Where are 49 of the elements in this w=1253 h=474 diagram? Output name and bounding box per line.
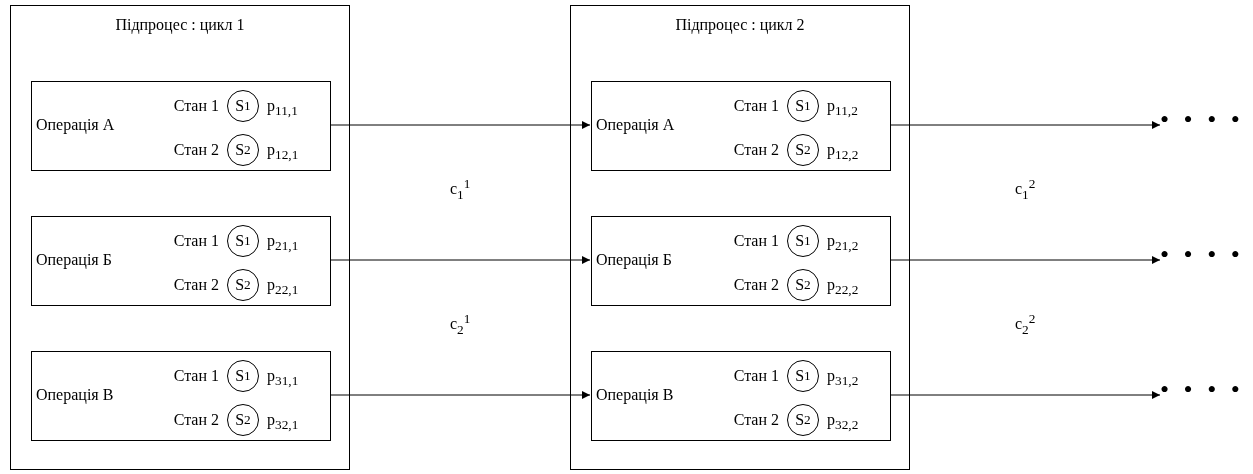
probability-label: p$_{32,2}$ xyxy=(827,411,859,433)
operation-box xyxy=(591,216,891,306)
operation-box xyxy=(31,81,331,171)
arrow xyxy=(889,391,1161,399)
state-label: Стан 2 xyxy=(173,411,219,429)
state-label: Стан 1 xyxy=(733,367,779,385)
ellipsis-text: • • • • xyxy=(1160,375,1245,405)
arrow xyxy=(889,256,1161,264)
operation-label: Операція А xyxy=(36,116,115,134)
state-label: Стан 1 xyxy=(733,232,779,250)
state-label: Стан 2 xyxy=(733,141,779,159)
operation-label: Операція Б xyxy=(36,251,112,269)
state-label: Стан 2 xyxy=(173,276,219,294)
probability-label: p$_{32,1}$ xyxy=(267,411,299,433)
subprocess-frame xyxy=(10,5,350,470)
probability-label: p$_{12,1}$ xyxy=(267,141,299,163)
subprocess-title: Підпроцес : цикл 1 xyxy=(114,16,246,34)
operation-label: Операція В xyxy=(596,386,674,404)
operation-box xyxy=(31,216,331,306)
arrow xyxy=(329,256,591,264)
subprocess-title: Підпроцес : цикл 2 xyxy=(674,16,806,34)
probability-label: p$_{22,2}$ xyxy=(827,276,859,298)
subprocess-frame xyxy=(570,5,910,470)
operation-box xyxy=(31,351,331,441)
operation-box xyxy=(591,351,891,441)
operation-label: Операція В xyxy=(36,386,114,404)
arrow xyxy=(329,121,591,129)
state-label: Стан 2 xyxy=(733,411,779,429)
arrow xyxy=(889,121,1161,129)
state-label: Стан 2 xyxy=(173,141,219,159)
probability-label: p$_{21,2}$ xyxy=(827,232,859,254)
probability-label: p$_{11,1}$ xyxy=(267,97,298,119)
state-label: Стан 1 xyxy=(173,367,219,385)
operation-label: Операція А xyxy=(596,116,675,134)
probability-label: p$_{31,2}$ xyxy=(827,367,859,389)
operation-box xyxy=(591,81,891,171)
state-label: Стан 1 xyxy=(173,97,219,115)
state-label: Стан 2 xyxy=(733,276,779,294)
probability-label: p$_{11,2}$ xyxy=(827,97,858,119)
arrow xyxy=(329,391,591,399)
state-label: Стан 1 xyxy=(733,97,779,115)
probability-label: p$_{31,1}$ xyxy=(267,367,299,389)
state-label: Стан 1 xyxy=(173,232,219,250)
probability-label: p$_{21,1}$ xyxy=(267,232,299,254)
operation-label: Операція Б xyxy=(596,251,672,269)
probability-label: p$_{22,1}$ xyxy=(267,276,299,298)
ellipsis-text: • • • • xyxy=(1160,105,1245,135)
ellipsis-text: • • • • xyxy=(1160,240,1245,270)
probability-label: p$_{12,2}$ xyxy=(827,141,859,163)
